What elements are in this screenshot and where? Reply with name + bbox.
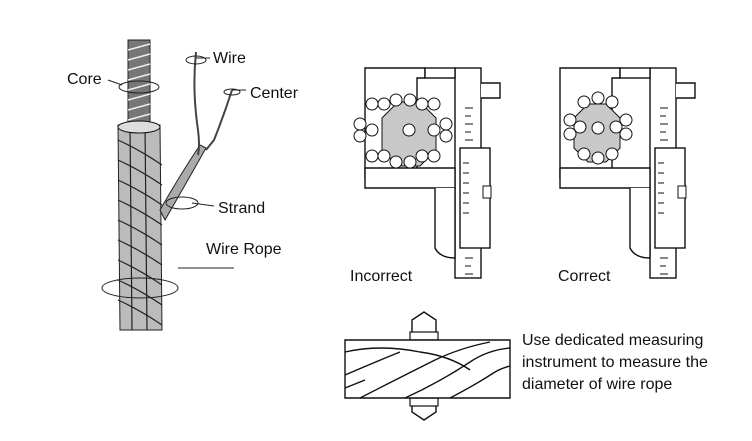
label-correct: Correct	[558, 268, 611, 285]
wire-rope-illustration	[101, 39, 246, 331]
label-incorrect: Incorrect	[350, 268, 413, 285]
measurement-note: Use dedicated measuring instrument to me…	[522, 330, 747, 396]
label-wire: Wire	[213, 50, 246, 67]
label-strand: Strand	[218, 200, 266, 217]
label-wire-rope: Wire Rope	[206, 241, 282, 258]
rope-cross-section-correct	[563, 91, 633, 165]
note-line-3: diameter of wire rope	[522, 376, 673, 393]
rope-measurement-illustration	[344, 311, 511, 421]
label-center: Center	[250, 85, 299, 102]
label-core: Core	[67, 71, 102, 88]
note-line-1: Use dedicated measuring	[522, 332, 704, 349]
note-line-2: instrument to measure the	[522, 354, 708, 371]
rope-cross-section-incorrect	[353, 93, 453, 169]
